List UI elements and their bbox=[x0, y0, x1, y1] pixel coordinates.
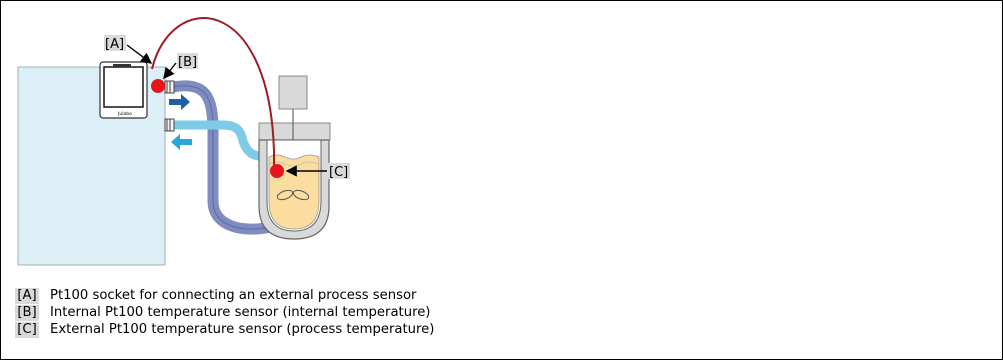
flow-in-arrow bbox=[171, 134, 192, 150]
callout-a-pointer bbox=[126, 44, 153, 64]
callout-c: [C] bbox=[329, 165, 348, 180]
inlet-hose bbox=[168, 120, 274, 162]
callout-b-pointer bbox=[163, 62, 177, 80]
setup-diagram: Julabo bbox=[17, 17, 350, 266]
legend-key: [C] bbox=[15, 321, 39, 338]
legend-key: [B] bbox=[15, 304, 39, 321]
internal-sensor-b bbox=[151, 79, 165, 93]
hose-connector-inlet bbox=[164, 118, 175, 132]
legend-text: Pt100 socket for connecting an external … bbox=[50, 288, 417, 303]
legend: [A] Pt100 socket for connecting an exter… bbox=[15, 287, 434, 338]
stirrer-paddle bbox=[276, 189, 310, 201]
control-panel: Julabo bbox=[99, 61, 148, 119]
legend-row-c: [C] External Pt100 temperature sensor (p… bbox=[15, 321, 434, 338]
legend-text: Internal Pt100 temperature sensor (inter… bbox=[50, 305, 431, 320]
external-sensor-c bbox=[270, 164, 284, 178]
hose-connector-outlet bbox=[164, 80, 175, 94]
reactor-lid bbox=[258, 122, 331, 141]
legend-text: External Pt100 temperature sensor (proce… bbox=[50, 322, 435, 337]
external-sensor-cable bbox=[151, 17, 275, 169]
legend-key: [A] bbox=[15, 287, 39, 304]
callout-a: [A] bbox=[105, 37, 124, 52]
legend-row-b: [B] Internal Pt100 temperature sensor (i… bbox=[15, 304, 434, 321]
stirrer-motor bbox=[278, 75, 308, 110]
flow-out-arrow bbox=[169, 94, 190, 110]
callout-b: [B] bbox=[178, 55, 197, 70]
device-brand: Julabo bbox=[117, 111, 132, 117]
legend-row-a: [A] Pt100 socket for connecting an exter… bbox=[15, 287, 434, 304]
